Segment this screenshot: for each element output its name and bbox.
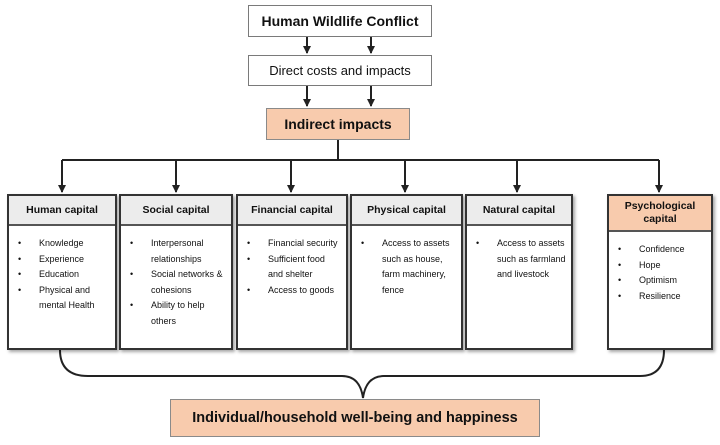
financial-capital-list: Financial security Sufficient food and s… — [238, 226, 346, 298]
direct-costs-label: Direct costs and impacts — [269, 63, 411, 78]
list-item: Hope — [618, 258, 707, 274]
human-wildlife-conflict-box: Human Wildlife Conflict — [248, 5, 432, 37]
financial-capital-title: Financial capital — [238, 196, 346, 226]
psychological-capital-title: Psychological capital — [609, 196, 711, 232]
physical-capital-list: Access to assets such as house, farm mac… — [352, 226, 461, 298]
direct-costs-box: Direct costs and impacts — [248, 55, 432, 86]
list-item: Ability to help others — [130, 298, 227, 329]
list-item: Knowledge — [18, 236, 111, 252]
psychological-capital-list: Confidence Hope Optimism Resilience — [609, 232, 711, 304]
list-item: Access to goods — [247, 283, 342, 299]
human-wildlife-conflict-label: Human Wildlife Conflict — [261, 13, 419, 29]
natural-capital-card: Natural capital Access to assets such as… — [465, 194, 573, 350]
list-item: Experience — [18, 252, 111, 268]
human-capital-title: Human capital — [9, 196, 115, 226]
financial-capital-card: Financial capital Financial security Suf… — [236, 194, 348, 350]
human-capital-card: Human capital Knowledge Experience Educa… — [7, 194, 117, 350]
human-capital-list: Knowledge Experience Education Physical … — [9, 226, 115, 314]
list-item: Interpersonal relationships — [130, 236, 227, 267]
indirect-impacts-box: Indirect impacts — [266, 108, 410, 140]
outcome-box: Individual/household well-being and happ… — [170, 399, 540, 437]
indirect-impacts-label: Indirect impacts — [284, 116, 392, 132]
social-capital-list: Interpersonal relationships Social netwo… — [121, 226, 231, 329]
list-item: Physical and mental Health — [18, 283, 111, 314]
natural-capital-title: Natural capital — [467, 196, 571, 226]
social-capital-title: Social capital — [121, 196, 231, 226]
physical-capital-title: Physical capital — [352, 196, 461, 226]
list-item: Confidence — [618, 242, 707, 258]
list-item: Access to assets such as house, farm mac… — [361, 236, 457, 298]
list-item: Sufficient food and shelter — [247, 252, 342, 283]
physical-capital-card: Physical capital Access to assets such a… — [350, 194, 463, 350]
list-item: Optimism — [618, 273, 707, 289]
grouping-brace — [59, 349, 665, 399]
list-item: Access to assets such as farmland and li… — [476, 236, 567, 283]
list-item: Resilience — [618, 289, 707, 305]
outcome-label: Individual/household well-being and happ… — [192, 410, 518, 426]
natural-capital-list: Access to assets such as farmland and li… — [467, 226, 571, 283]
social-capital-card: Social capital Interpersonal relationshi… — [119, 194, 233, 350]
list-item: Social networks & cohesions — [130, 267, 227, 298]
list-item: Financial security — [247, 236, 342, 252]
psychological-capital-card: Psychological capital Confidence Hope Op… — [607, 194, 713, 350]
list-item: Education — [18, 267, 111, 283]
